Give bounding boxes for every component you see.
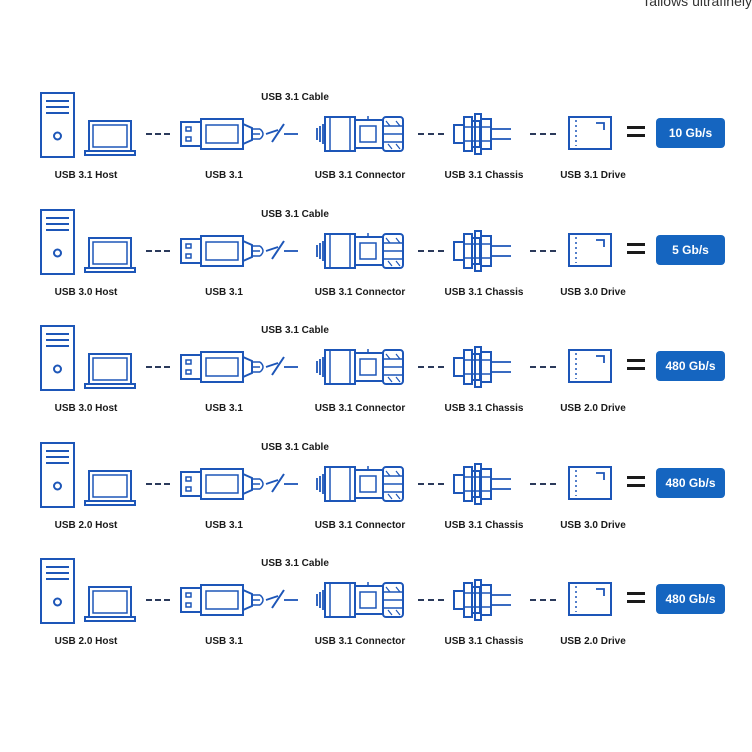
dashed-link xyxy=(146,133,170,135)
equals-sign xyxy=(627,125,645,139)
drive-label: USB 3.1 Drive xyxy=(560,170,626,181)
cable-title: USB 3.1 Cable xyxy=(261,442,329,453)
dashed-link xyxy=(530,366,556,368)
dashed-link xyxy=(418,133,444,135)
speed-badge: 10 Gb/s xyxy=(656,118,725,148)
plug-label: USB 3.1 xyxy=(205,287,243,298)
compatibility-row: USB 3.1 Cable 480 xyxy=(0,325,752,425)
desktop-tower-icon xyxy=(40,442,75,508)
desktop-tower-icon xyxy=(40,558,75,624)
usb-plug-icon xyxy=(180,584,298,616)
dashed-link xyxy=(530,483,556,485)
plug-label: USB 3.1 xyxy=(205,520,243,531)
chassis-label: USB 3.1 Chassis xyxy=(444,170,524,181)
connector-label: USB 3.1 Connector xyxy=(314,403,406,414)
connector-icon xyxy=(316,349,404,385)
desktop-tower-icon xyxy=(40,92,75,158)
usb-plug-icon xyxy=(180,468,298,500)
laptop-icon xyxy=(84,120,136,156)
host-label: USB 2.0 Host xyxy=(54,520,118,531)
connector-icon xyxy=(316,582,404,618)
cable-title: USB 3.1 Cable xyxy=(261,558,329,569)
cable-title: USB 3.1 Cable xyxy=(261,325,329,336)
chassis-port-icon xyxy=(453,346,511,388)
equals-sign xyxy=(627,358,645,372)
compatibility-row: USB 3.1 Cable 480 xyxy=(0,442,752,542)
equals-sign xyxy=(627,242,645,256)
cable-title: USB 3.1 Cable xyxy=(261,209,329,220)
drive-icon xyxy=(568,466,612,500)
chassis-label: USB 3.1 Chassis xyxy=(444,403,524,414)
drive-label: USB 3.0 Drive xyxy=(560,520,626,531)
dashed-link xyxy=(530,250,556,252)
chassis-label: USB 3.1 Chassis xyxy=(444,520,524,531)
speed-badge: 480 Gb/s xyxy=(656,584,725,614)
dashed-link xyxy=(418,250,444,252)
chassis-port-icon xyxy=(453,113,511,155)
usb-plug-icon xyxy=(180,235,298,267)
desktop-tower-icon xyxy=(40,209,75,275)
dashed-link xyxy=(146,483,170,485)
dashed-link xyxy=(418,366,444,368)
host-label: USB 3.0 Host xyxy=(54,287,118,298)
usb-plug-icon xyxy=(180,118,298,150)
drive-label: USB 2.0 Drive xyxy=(560,636,626,647)
connector-icon xyxy=(316,233,404,269)
connector-icon xyxy=(316,116,404,152)
speed-badge: 480 Gb/s xyxy=(656,468,725,498)
dashed-link xyxy=(418,599,444,601)
dashed-link xyxy=(146,366,170,368)
drive-icon xyxy=(568,349,612,383)
drive-icon xyxy=(568,116,612,150)
usb-plug-icon xyxy=(180,351,298,383)
connector-label: USB 3.1 Connector xyxy=(314,520,406,531)
compatibility-row: USB 3.1 Cable 10 xyxy=(0,92,752,192)
chassis-label: USB 3.1 Chassis xyxy=(444,636,524,647)
compatibility-row: USB 3.1 Cable 5 G xyxy=(0,209,752,309)
drive-label: USB 3.0 Drive xyxy=(560,287,626,298)
laptop-icon xyxy=(84,353,136,389)
equals-sign xyxy=(627,475,645,489)
speed-badge: 480 Gb/s xyxy=(656,351,725,381)
chassis-port-icon xyxy=(453,579,511,621)
host-label: USB 3.0 Host xyxy=(54,403,118,414)
connector-label: USB 3.1 Connector xyxy=(314,636,406,647)
dashed-link xyxy=(530,599,556,601)
dashed-link xyxy=(418,483,444,485)
dashed-link xyxy=(530,133,556,135)
host-label: USB 3.1 Host xyxy=(54,170,118,181)
dashed-link xyxy=(146,599,170,601)
connector-icon xyxy=(316,466,404,502)
dashed-link xyxy=(146,250,170,252)
drive-label: USB 2.0 Drive xyxy=(560,403,626,414)
drive-icon xyxy=(568,582,612,616)
plug-label: USB 3.1 xyxy=(205,170,243,181)
chassis-port-icon xyxy=(453,230,511,272)
plug-label: USB 3.1 xyxy=(205,636,243,647)
equals-sign xyxy=(627,591,645,605)
host-label: USB 2.0 Host xyxy=(54,636,118,647)
laptop-icon xyxy=(84,237,136,273)
chassis-label: USB 3.1 Chassis xyxy=(444,287,524,298)
laptop-icon xyxy=(84,586,136,622)
connector-label: USB 3.1 Connector xyxy=(314,287,406,298)
desktop-tower-icon xyxy=(40,325,75,391)
laptop-icon xyxy=(84,470,136,506)
plug-label: USB 3.1 xyxy=(205,403,243,414)
chassis-port-icon xyxy=(453,463,511,505)
connector-label: USB 3.1 Connector xyxy=(314,170,406,181)
cable-title: USB 3.1 Cable xyxy=(261,92,329,103)
corner-caption: Tallows ultrafinely xyxy=(642,0,752,9)
speed-badge: 5 Gb/s xyxy=(656,235,725,265)
drive-icon xyxy=(568,233,612,267)
compatibility-row: USB 3.1 Cable 480 xyxy=(0,558,752,658)
